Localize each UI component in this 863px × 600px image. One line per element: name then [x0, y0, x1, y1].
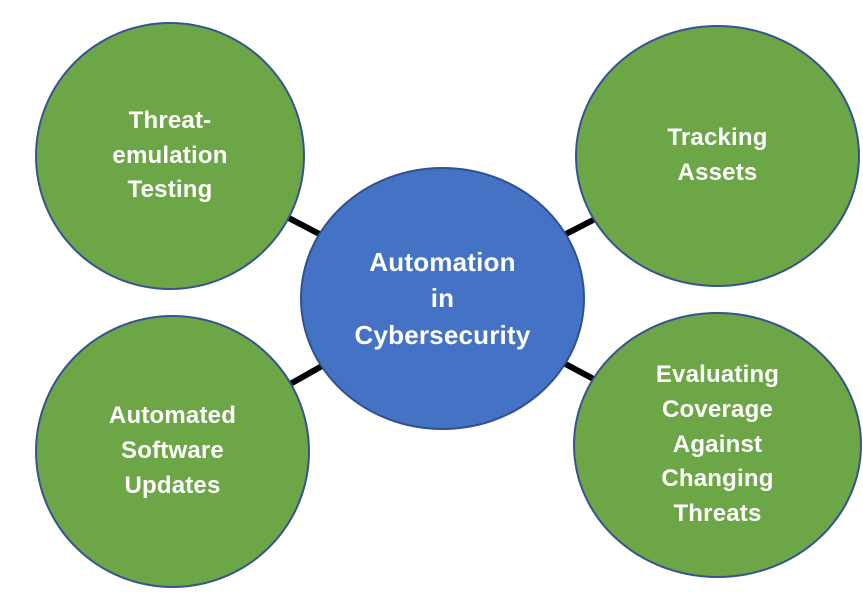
- node-automated-software-updates: Automated Software Updates: [35, 315, 310, 588]
- node-label: Automated Software Updates: [108, 402, 237, 499]
- node-tracking-assets: Tracking Assets: [575, 25, 860, 287]
- center-node-label: Automation in Cybersecurity: [354, 246, 531, 350]
- node-threat-emulation-testing: Threat- emulation Testing: [35, 22, 305, 290]
- node-label: Evaluating Coverage Against Changing Thr…: [655, 361, 780, 528]
- node-label: Tracking Assets: [667, 124, 768, 186]
- node-automation-in-cybersecurity: Automation in Cybersecurity: [300, 167, 585, 430]
- node-evaluating-coverage: Evaluating Coverage Against Changing Thr…: [573, 312, 862, 578]
- node-label: Threat- emulation Testing: [112, 106, 228, 204]
